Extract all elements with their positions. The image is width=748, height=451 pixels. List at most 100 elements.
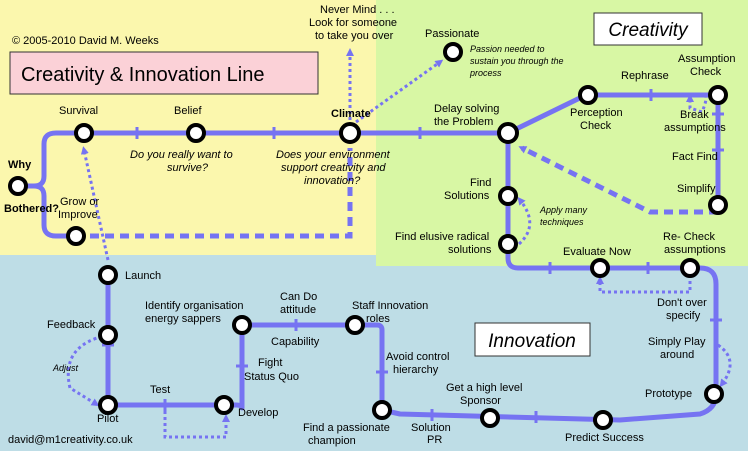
station-survival[interactable] [74,123,94,143]
station-passionate[interactable] [443,42,463,62]
label-fact-find: Fact Find [672,151,718,163]
label-climate: Climate [331,108,371,120]
station-pilot[interactable] [98,395,118,415]
label-survival: Survival [59,105,98,117]
label-launch: Launch [125,270,161,282]
note-passion-2: sustain you through the [470,56,564,66]
station-feedback[interactable] [98,325,118,345]
station-perception[interactable] [578,85,598,105]
label-find-radical-1: Find elusive radical [395,231,489,243]
label-high-level-2: Sponsor [460,395,501,407]
label-never-mind-3: to take you over [315,30,394,42]
label-prototype: Prototype [645,388,692,400]
note-climate-1: Does your environment [276,149,391,161]
station-develop[interactable] [214,395,234,415]
station-find-radical[interactable] [498,234,518,254]
station-launch[interactable] [98,265,118,285]
label-break-1: Break [680,109,709,121]
note-passion-3: process [469,68,502,78]
email: david@m1creativity.co.uk [8,434,133,446]
label-simply-play-2: around [660,349,694,361]
station-delay[interactable] [497,122,519,144]
label-avoid-2: hierarchy [393,364,439,376]
label-pilot: Pilot [97,413,118,425]
station-passionate-champion[interactable] [372,400,392,420]
label-assumption-1: Assumption [678,53,735,65]
label-fight-1: Fight [258,357,282,369]
label-predict: Predict Success [565,432,644,444]
label-bothered: Bothered? [4,203,59,215]
label-never-mind-2: Look for someone [309,17,397,29]
stations [8,42,728,430]
page-title: Creativity & Innovation Line [21,64,264,86]
label-delay-2: the Problem [434,116,493,128]
label-break-2: assumptions [664,122,726,134]
station-identify[interactable] [232,315,252,335]
note-climate-2: support creativity and [281,162,386,174]
station-staff[interactable] [345,315,365,335]
label-perception-2: Check [580,120,612,132]
label-high-level-1: Get a high level [446,382,522,394]
copyright: © 2005-2010 David M. Weeks [12,35,159,47]
label-grow: Grow or [60,196,99,208]
label-evaluate: Evaluate Now [563,246,631,258]
station-assumption[interactable] [708,85,728,105]
station-high-level[interactable] [480,408,500,428]
label-passionate-champion-2: champion [308,435,356,447]
note-passion-1: Passion needed to [470,44,545,54]
station-prototype[interactable] [704,384,724,404]
note-survive-2: survive? [167,162,209,174]
label-can-do-1: Can Do [280,291,317,303]
tick-marks [102,89,724,423]
label-adjust: Adjust [52,363,79,373]
label-passionate-champion-1: Find a passionate [303,422,390,434]
label-assumption-2: Check [690,66,722,78]
station-climate[interactable] [339,122,361,144]
label-develop: Develop [238,407,278,419]
label-dont-over-1: Don't over [657,297,707,309]
label-solution-1: Solution [411,422,451,434]
station-why-bothered[interactable] [8,176,28,196]
label-delay-1: Delay solving [434,103,499,115]
station-predict[interactable] [593,410,613,430]
label-recheck-2: assumptions [664,244,726,256]
station-simplify[interactable] [708,195,728,215]
station-recheck[interactable] [680,258,700,278]
note-apply-1: Apply many [539,205,588,215]
station-belief[interactable] [186,123,206,143]
label-test: Test [150,384,170,396]
note-apply-2: techniques [540,217,584,227]
label-can-do-2: attitude [280,304,316,316]
station-evaluate[interactable] [590,258,610,278]
title-box [9,51,319,95]
label-identify-1: Identify organisation [145,300,243,312]
label-never-mind-1: Never Mind . . . [320,4,395,16]
label-find-solutions-1: Find [470,177,491,189]
dotted-connectors [66,48,732,439]
label-improve: Improve [58,209,98,221]
station-grow-improve[interactable] [66,226,86,246]
station-find-solutions[interactable] [498,186,518,206]
label-passionate: Passionate [425,28,479,40]
innovation-zone-box [474,322,591,357]
label-simply-play-1: Simply Play [648,336,706,348]
label-solution-2: PR [427,434,442,446]
label-identify-2: energy sappers [145,313,221,325]
label-avoid-1: Avoid control [386,351,449,363]
label-belief: Belief [174,105,202,117]
note-climate-3: innovation? [304,175,361,187]
label-capability: Capability [271,336,320,348]
note-survive-1: Do you really want to [130,149,233,161]
label-find-solutions-2: Solutions [444,190,490,202]
label-recheck-1: Re- Check [663,231,715,243]
label-staff-2: roles [366,313,390,325]
label-find-radical-2: solutions [448,244,492,256]
innovation-zone-label: Innovation [488,331,576,352]
label-feedback: Feedback [47,319,96,331]
creativity-zone-box [593,12,703,46]
label-perception-1: Perception [570,107,623,119]
creativity-zone-label: Creativity [608,20,689,41]
label-rephrase: Rephrase [621,70,669,82]
